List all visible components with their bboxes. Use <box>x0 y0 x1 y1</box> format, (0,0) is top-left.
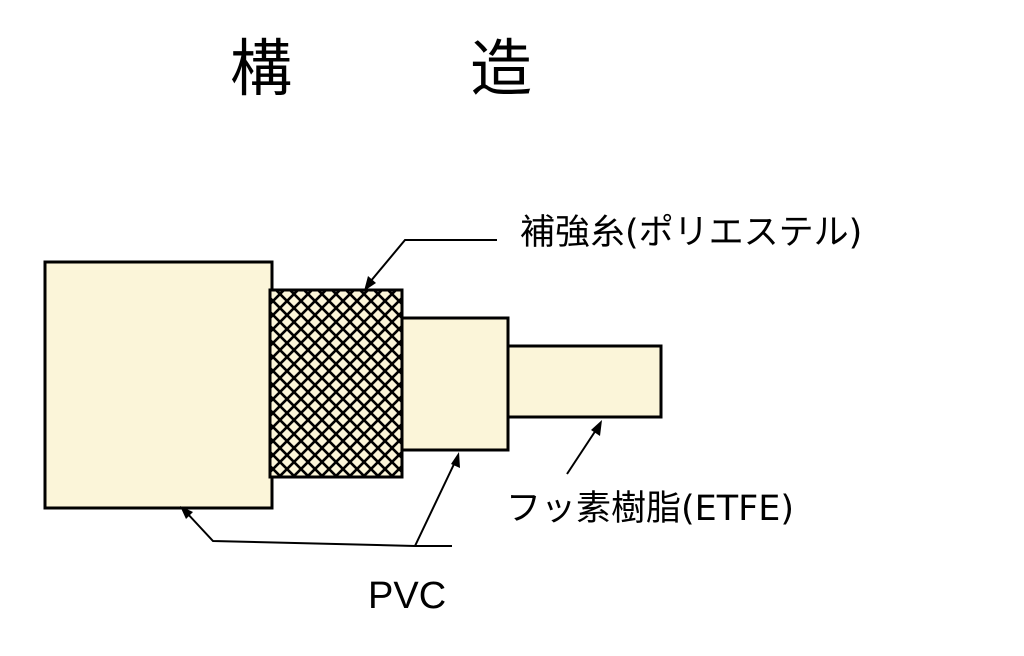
braid-label: 補強糸(ポリエステル) <box>520 213 863 253</box>
braid-arrowhead <box>364 276 376 291</box>
pvc-jacket <box>43 260 274 510</box>
inner-core <box>506 344 663 419</box>
pvc-leader-line <box>185 461 456 547</box>
pvc-arrowhead-outer <box>180 506 193 519</box>
page-title: 構 造 <box>230 32 591 105</box>
etfe-insulation <box>400 316 510 452</box>
etfe-arrowhead <box>591 420 602 436</box>
pvc-arrowhead-inner <box>451 452 460 468</box>
polyester-braid <box>268 288 404 479</box>
jacket-label: PVC <box>368 575 447 617</box>
braid-leader-line <box>369 239 497 283</box>
etfe-leader-line <box>566 429 597 475</box>
insulation-label: フッ素樹脂(ETFE) <box>506 489 795 529</box>
